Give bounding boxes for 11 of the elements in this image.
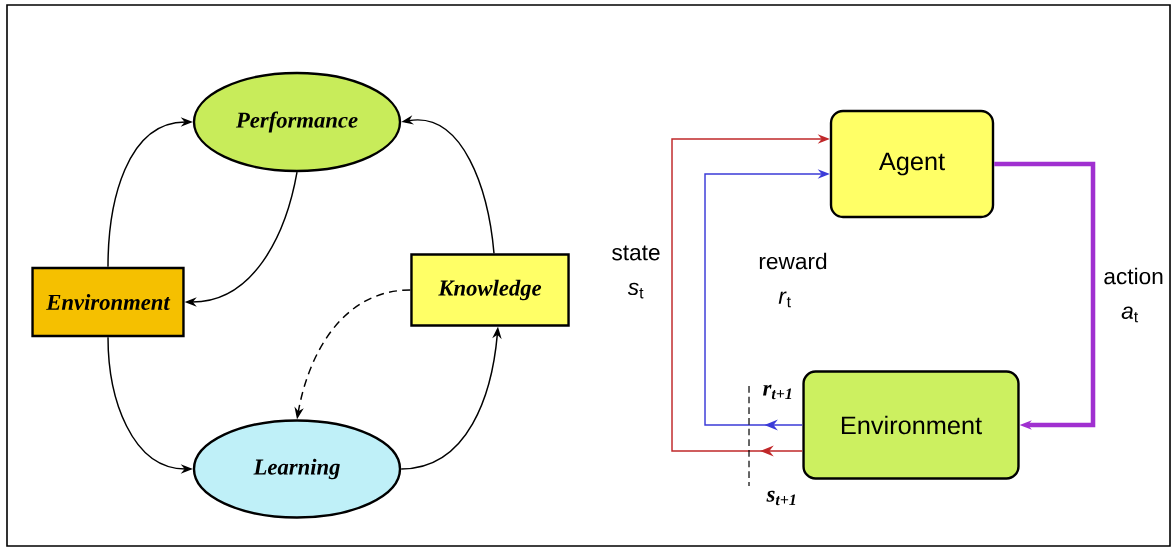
process-box: Agent <box>829 109 995 219</box>
edge-label: reward r$_{t}$ <box>757 251 827 309</box>
process-box: Environment <box>802 370 1020 480</box>
edge-label: state s$_{t}$ <box>608 244 664 300</box>
arrow <box>994 161 1096 430</box>
process-box: Environment <box>31 266 185 338</box>
ellipse-node: Performance <box>192 71 402 173</box>
process-box: Knowledge <box>410 253 570 327</box>
ellipse-node: Learning <box>192 419 402 519</box>
edge-label: action a$_{t}$ <box>1102 266 1163 324</box>
signal-label: s$_{t+1}$ <box>766 490 796 506</box>
